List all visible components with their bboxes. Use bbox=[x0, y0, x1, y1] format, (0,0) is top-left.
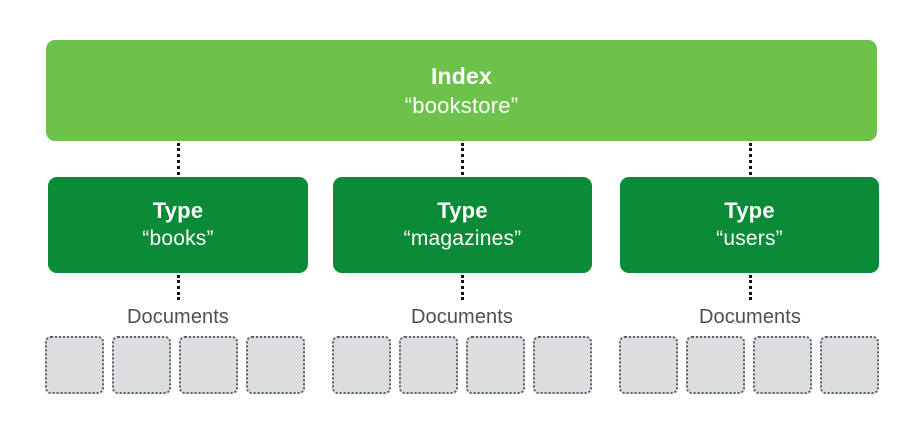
document-group-users bbox=[619, 336, 879, 394]
document-box bbox=[399, 336, 458, 394]
document-box bbox=[820, 336, 879, 394]
document-group-magazines bbox=[332, 336, 592, 394]
documents-label-books: Documents bbox=[126, 306, 230, 328]
type-node-books: Type “books” bbox=[48, 177, 308, 273]
connector-type-magazines-to-documents bbox=[461, 275, 464, 300]
document-box bbox=[753, 336, 812, 394]
type-node-label: Type bbox=[724, 198, 775, 223]
index-node-value: “bookstore” bbox=[404, 92, 519, 118]
index-node-label: Index bbox=[430, 62, 493, 89]
connector-type-books-to-documents bbox=[177, 275, 180, 300]
type-node-value: “users” bbox=[716, 227, 783, 250]
document-box bbox=[112, 336, 171, 394]
documents-label-magazines: Documents bbox=[410, 306, 514, 328]
connector-type-users-to-documents bbox=[749, 275, 752, 300]
document-box bbox=[246, 336, 305, 394]
document-group-books bbox=[45, 336, 305, 394]
document-box bbox=[45, 336, 104, 394]
index-node: Index “bookstore” bbox=[46, 40, 877, 141]
document-box bbox=[533, 336, 592, 394]
document-box bbox=[332, 336, 391, 394]
document-box bbox=[466, 336, 525, 394]
document-box bbox=[619, 336, 678, 394]
type-node-label: Type bbox=[152, 198, 204, 223]
type-node-users: Type “users” bbox=[620, 177, 879, 273]
type-node-label: Type bbox=[437, 198, 488, 223]
document-box bbox=[179, 336, 238, 394]
document-box bbox=[686, 336, 745, 394]
connector-index-to-type-books bbox=[177, 143, 180, 175]
type-node-value: “books” bbox=[142, 227, 214, 250]
type-node-magazines: Type “magazines” bbox=[333, 177, 592, 273]
type-node-value: “magazines” bbox=[403, 227, 522, 250]
documents-label-users: Documents bbox=[698, 306, 802, 328]
connector-index-to-type-magazines bbox=[461, 143, 464, 175]
connector-index-to-type-users bbox=[749, 143, 752, 175]
